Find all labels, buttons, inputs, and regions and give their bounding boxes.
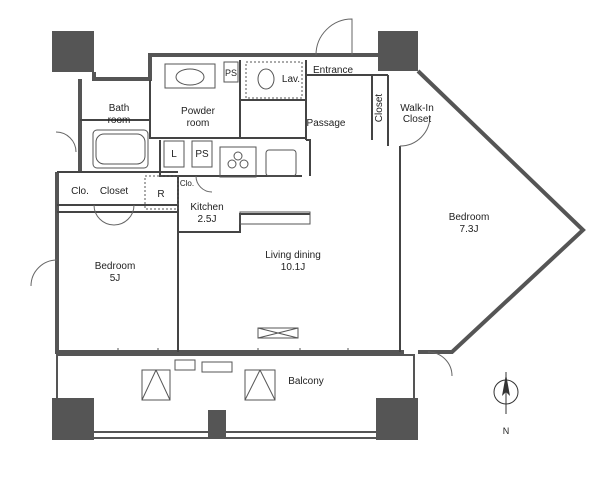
label-laundry: L (171, 149, 177, 160)
label-kitchen-2: 2.5J (198, 214, 217, 225)
label-clo-small: Clo. (180, 179, 194, 188)
label-walkin-2: Closet (403, 114, 432, 125)
label-lav: Lav. (282, 74, 300, 85)
living-window-vent (257, 327, 299, 339)
bathtub (92, 129, 149, 169)
label-bedroom-left-2: 5J (110, 273, 121, 284)
balcony-box-1 (174, 359, 196, 371)
label-north: N (503, 426, 510, 436)
toilet-area (245, 61, 303, 99)
label-balcony: Balcony (288, 376, 324, 387)
label-powder-1: Powder (181, 106, 216, 117)
label-kitchen-1: Kitchen (190, 202, 223, 213)
column-top-left (52, 31, 94, 72)
label-clo-left: Clo. (71, 186, 89, 197)
label-entrance: Entrance (313, 65, 353, 76)
balcony-outline (56, 354, 415, 439)
label-closet-vertical: Closet (374, 94, 385, 123)
balcony-box-2 (201, 361, 233, 373)
label-ps-top: PS (225, 68, 237, 78)
label-walkin-1: Walk-In (400, 103, 434, 114)
kitchen-sink (265, 149, 297, 177)
column-bottom-left (52, 398, 94, 440)
label-bedroom-left-1: Bedroom (95, 261, 136, 272)
column-bottom-right (376, 398, 418, 440)
counter (239, 211, 311, 225)
column-top-mid (378, 31, 418, 71)
windows (117, 348, 349, 356)
fridge-box (144, 175, 179, 210)
interior-walls (57, 60, 401, 352)
label-bath-1: Bath (109, 103, 130, 114)
fixtures (92, 61, 311, 401)
balcony-ac-1 (141, 369, 171, 401)
ps-box-top (223, 61, 239, 83)
label-living-1: Living dining (265, 250, 321, 261)
doors (30, 18, 453, 377)
label-bedroom-right-2: 7.3J (460, 224, 479, 235)
label-closet-left: Closet (100, 186, 129, 197)
laundry-box (163, 140, 185, 168)
outer-walls (55, 53, 586, 354)
label-living-2: 10.1J (281, 262, 305, 273)
label-passage: Passage (307, 118, 346, 129)
north-compass (493, 372, 519, 414)
label-bath-2: room (108, 115, 131, 126)
toilet (257, 68, 275, 90)
balcony-ac-2 (244, 369, 276, 401)
ps-box-mid (191, 140, 213, 168)
stove (219, 146, 257, 178)
label-fridge: R (157, 189, 164, 200)
label-bedroom-right-1: Bedroom (449, 212, 490, 223)
powder-sink (175, 68, 205, 86)
label-powder-2: room (187, 118, 210, 129)
column-balcony-small (208, 410, 226, 438)
label-ps-mid: PS (195, 149, 209, 160)
